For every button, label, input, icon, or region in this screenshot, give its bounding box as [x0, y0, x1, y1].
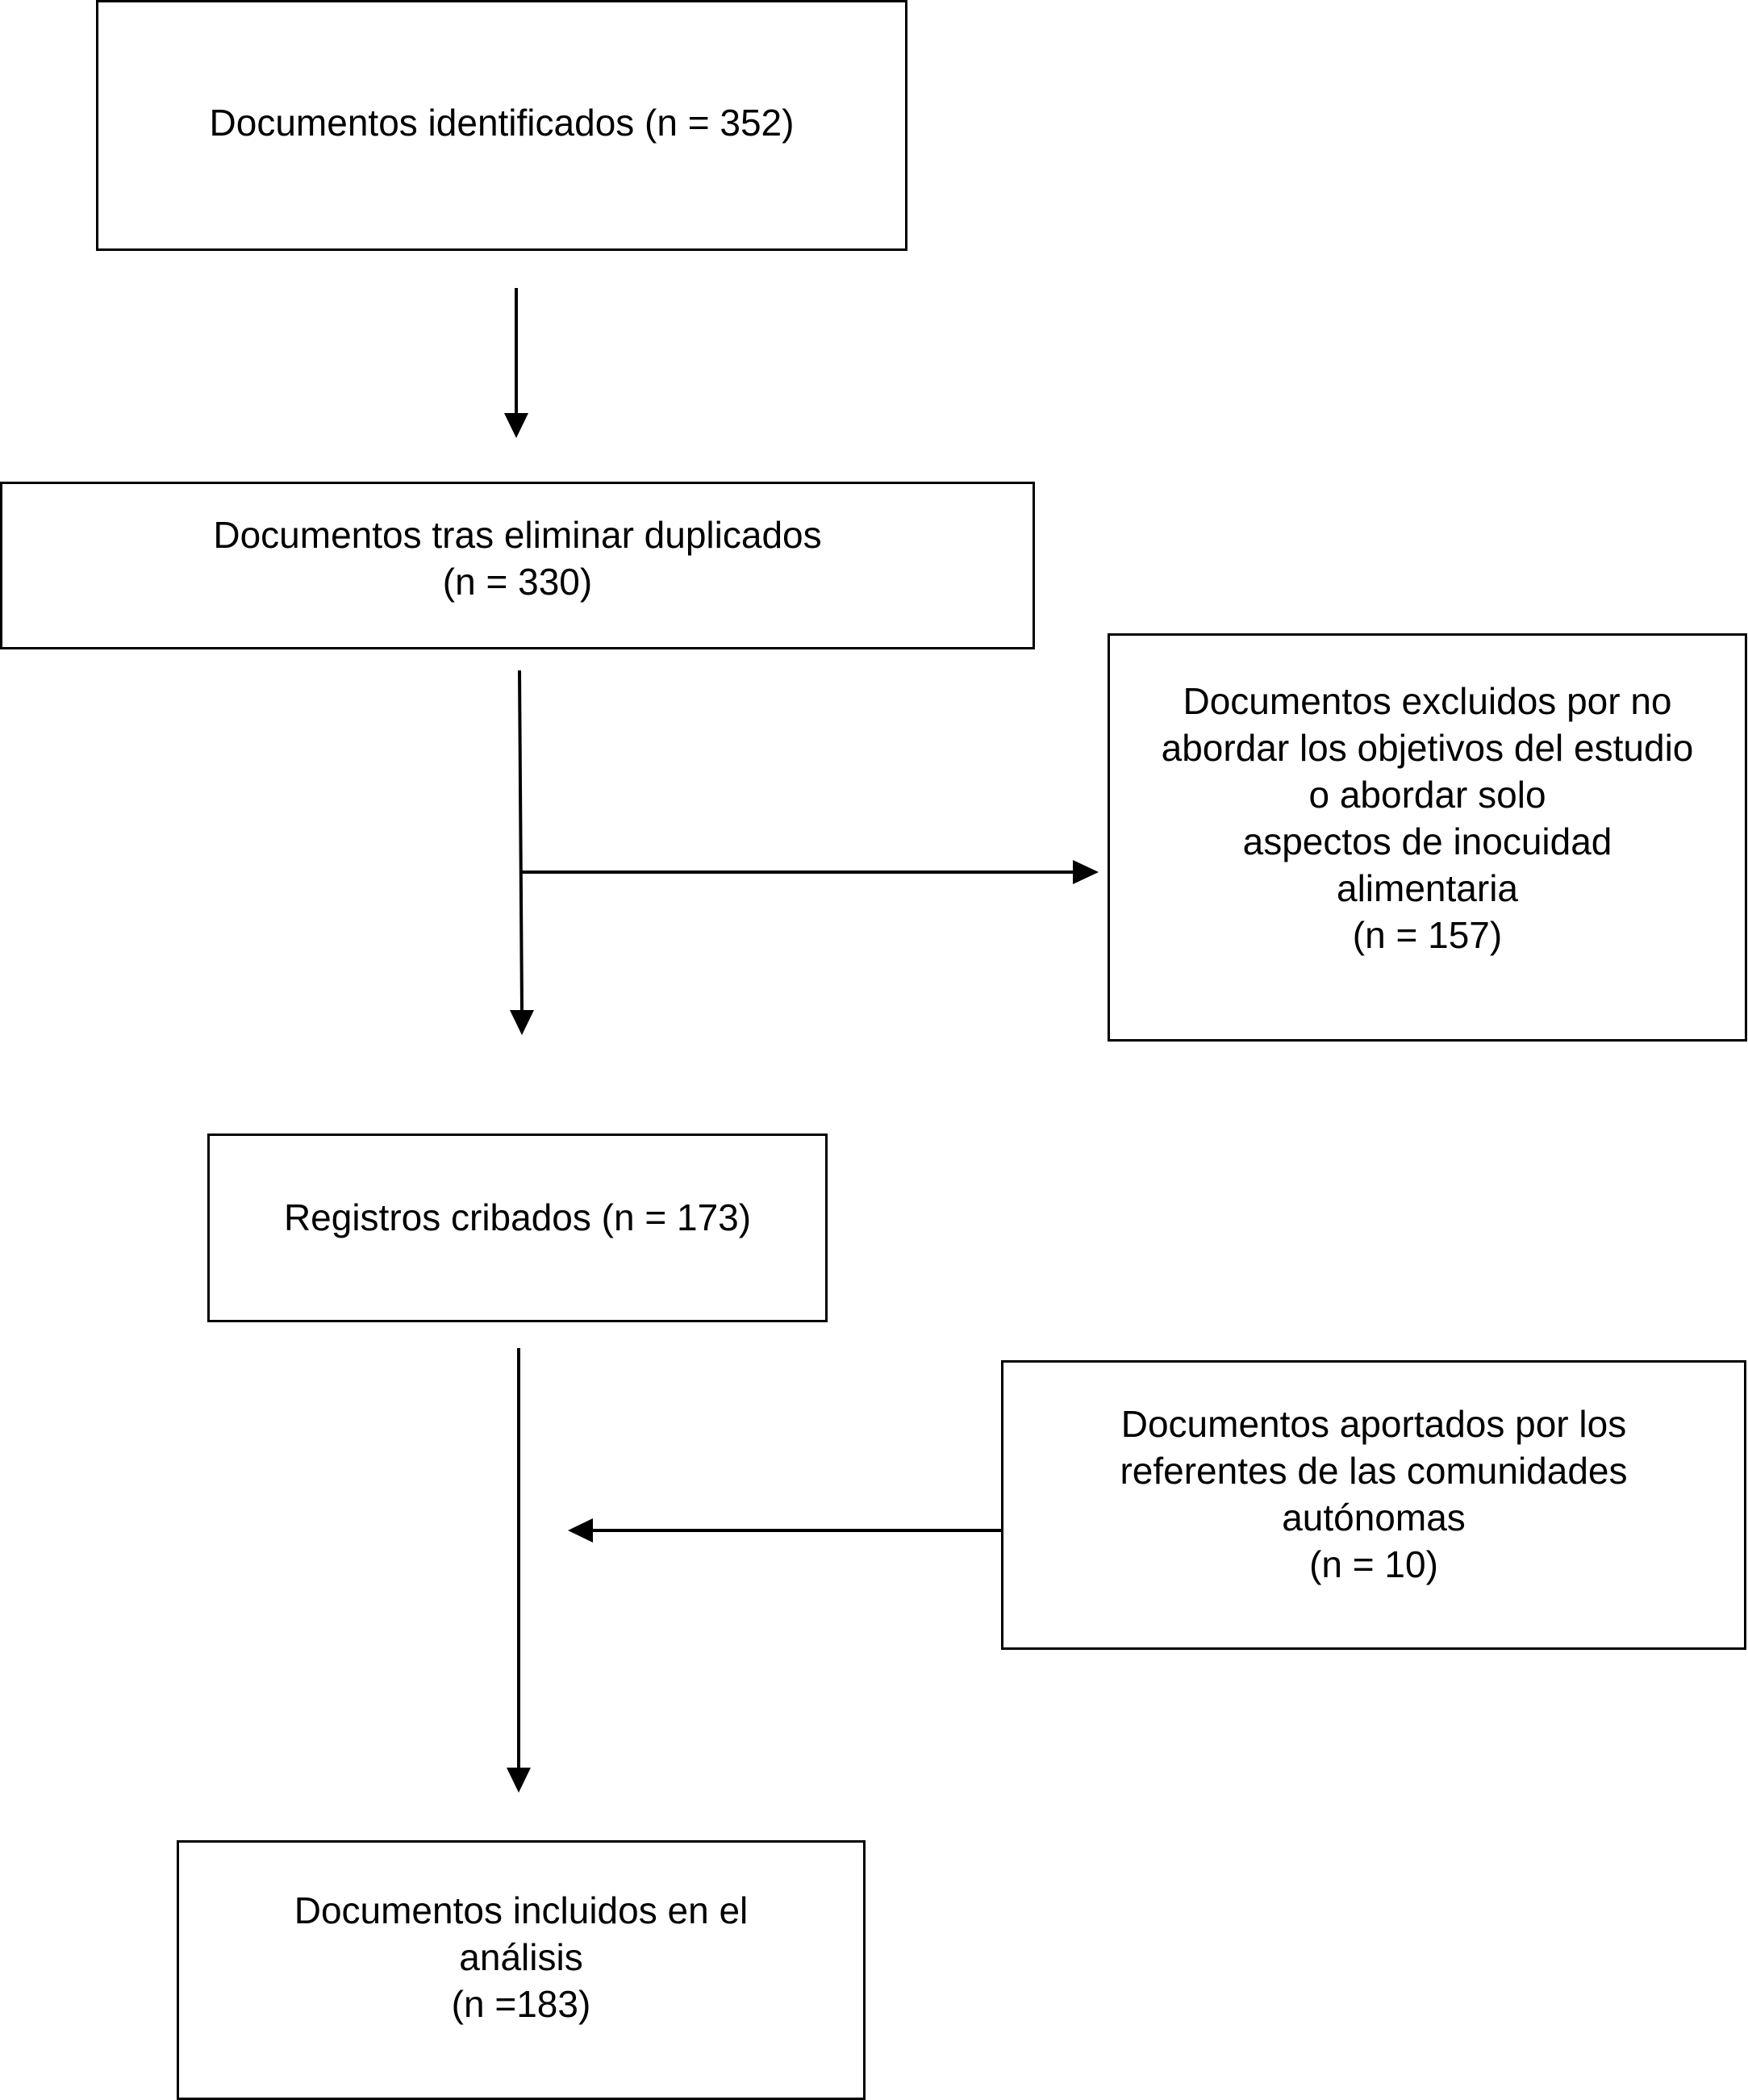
excluded-documents-box: Documentos excluidos por no abordar los … [1108, 633, 1747, 1042]
included-documents-label: Documentos incluidos en el análisis (n =… [294, 1889, 749, 2025]
identified-documents-box: Documentos identificados (n = 352) [96, 0, 907, 251]
after-duplicates-label: Documentos tras eliminar duplicados (n =… [213, 514, 822, 603]
arrowhead-right-icon [1073, 860, 1099, 884]
arrowhead-left-icon [568, 1518, 593, 1543]
contributed-documents-box: Documentos aportados por los referentes … [1001, 1360, 1746, 1650]
arrowhead-down-icon [504, 413, 528, 438]
screened-records-box: Registros cribados (n = 173) [207, 1133, 828, 1322]
contributed-documents-label: Documentos aportados por los referentes … [1120, 1402, 1628, 1585]
screened-records-label: Registros cribados (n = 173) [283, 1196, 752, 1238]
after-duplicates-box: Documentos tras eliminar duplicados (n =… [0, 482, 1035, 649]
included-documents-box: Documentos incluidos en el análisis (n =… [177, 1840, 866, 2100]
arrowhead-down-icon [507, 1768, 531, 1793]
arrow-dedup-to-screened [518, 670, 524, 1011]
identified-documents-label: Documentos identificados (n = 352) [209, 101, 795, 144]
arrowhead-down-icon [510, 1010, 534, 1035]
excluded-documents-label: Documentos excluidos por no abordar los … [1161, 680, 1694, 956]
